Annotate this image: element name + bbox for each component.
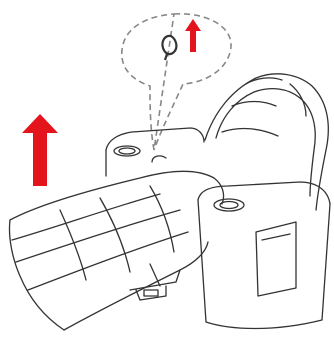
- callout-bubble: [121, 13, 232, 151]
- recliner-chair: [8, 73, 331, 331]
- release-handle-icon: [161, 34, 178, 61]
- up-arrow-icon: [22, 114, 58, 186]
- small-up-arrow-icon: [185, 19, 201, 52]
